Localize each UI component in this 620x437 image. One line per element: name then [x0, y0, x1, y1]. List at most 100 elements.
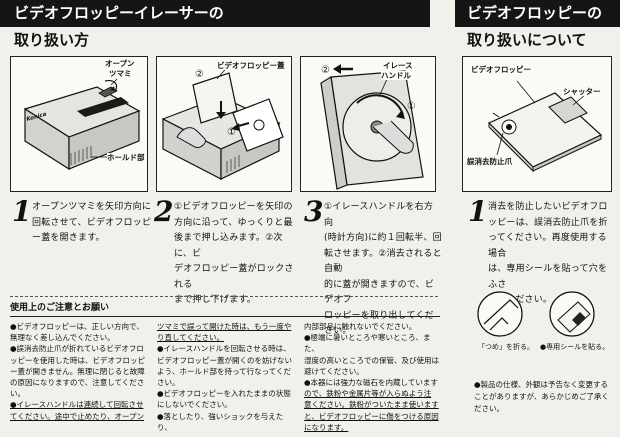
- step-3-rotate: 3 ①イレースハンドルを右方向 (時計方向)に約１回転半、回 転させます。②消去…: [304, 195, 442, 337]
- brand-logo-text: Konica: [26, 111, 48, 123]
- illustration-panel-insert-floppy: ② ① ビデオフロッピー蓋: [156, 56, 292, 192]
- note-line: 内部部品に触れないでください。: [304, 322, 417, 331]
- note-line: の原因になりますので、注意してくださ: [10, 378, 145, 388]
- step-line: 後まで押し込みます。②次に、ビ: [174, 233, 283, 259]
- header-floppy-handling: ビデオフロッピーの 取り扱いについて: [455, 0, 620, 54]
- marker-one: ①: [227, 127, 236, 138]
- notice-line: ●製品の仕様、外観は予告なく変更する: [474, 380, 609, 389]
- note-line: と、ビデオフロッピーに傷をつける原因: [304, 411, 439, 421]
- callout-shutter: シャッター: [563, 87, 601, 96]
- step-line: オープンツマミを矢印方向に: [32, 202, 152, 212]
- step-text: 消去を防止したいビデオフロ ッピーは、誤消去防止爪を折 ってください。再度使用す…: [488, 200, 614, 309]
- tab-break-illustrations: [477, 291, 595, 337]
- step-2-insert: 2 ①ビデオフロッピーを矢印の 方向に沿って、ゆっくりと最 後まで押し込みます。…: [154, 195, 296, 306]
- step-line: 転させます。②消去されると自動: [324, 248, 442, 275]
- rotate-handle-illustration: ② ①: [320, 64, 424, 190]
- step-line: 消去を防止したいビデオフロ: [488, 202, 608, 212]
- note-line: ー蓋が開きません。無理に閉じると故障: [10, 366, 145, 376]
- video-floppy-illustration: [487, 80, 603, 173]
- note-line: 意ください。鉄粉がついたまま使います: [304, 400, 439, 410]
- step-line: (時計方向)に約１回転半、回: [324, 233, 442, 243]
- callout-floppy-lid: ビデオフロッピー蓋: [217, 61, 285, 70]
- caption-apply-seal: ●専用シールを貼る。: [540, 343, 610, 351]
- precautions-rule: [10, 316, 440, 317]
- precautions-title: 使用上のご注意とお願い: [10, 303, 110, 313]
- note-line: ●落としたり、強いショックを与えたり、: [157, 411, 284, 432]
- step-line: いでください。: [488, 295, 553, 305]
- notice-line: ことがありますが、あらかじめご了承く: [474, 392, 609, 401]
- step-number: 2: [154, 195, 174, 228]
- note-line: にしないでください。: [157, 400, 232, 410]
- step-line: 回転させて、ビデオフロッピ: [32, 217, 152, 228]
- note-line: よう、ホールド部を持って行なってくだ: [157, 366, 292, 376]
- eraser-device-illustration: Konica: [23, 78, 141, 171]
- precautions-column-1: ●ビデオフロッピーは、正しい方向で、 無理なく差し込んでください。 ●誤消去防止…: [10, 321, 150, 422]
- notice-line: ださい。: [474, 404, 504, 413]
- illustration-panel-rotate-handle: ② ① イレース ハンドル: [300, 56, 436, 192]
- note-line: ツマミで誤って開けた時は、もう一度や: [157, 322, 292, 331]
- note-line: 無理なく差し込んでください。: [10, 333, 115, 343]
- step-line: は、専用シールを貼って穴をふさ: [488, 264, 608, 290]
- callout-video-floppy: ビデオフロッピー: [471, 65, 531, 74]
- note-line: ビデオフロッピー蓋が開くのを妨げない: [157, 355, 292, 365]
- step-line: 方向に沿って、ゆっくりと最: [174, 217, 293, 228]
- header-right-subtitle: 取り扱いについて: [467, 31, 587, 49]
- divider-left: [10, 296, 438, 298]
- step-1-open-lid: 1 オープンツマミを矢印方向に 回転させて、ビデオフロッピ ー蓋を開きます。: [12, 198, 152, 278]
- header-left-subtitle: 取り扱い方: [14, 31, 90, 49]
- header-erase-instructions: ビデオフロッピーイレーサーの 取り扱い方: [0, 0, 430, 54]
- note-line: ●イレースハンドルは連続して回転させ: [10, 400, 144, 410]
- note-line: ッピーを使用した時は、ビデオフロッピ: [10, 355, 145, 365]
- precautions-section: 使用上のご注意とお願い ●ビデオフロッピーは、正しい方向で、 無理なく差し込んで…: [10, 302, 440, 437]
- note-line: ●誤消去防止爪が折れているビデオフロ: [10, 344, 144, 354]
- note-line: になります。: [304, 422, 349, 432]
- note-line: ●イレースハンドルを回転させる時は、: [157, 344, 291, 354]
- step-line: ってください。再度使用する場合: [488, 233, 607, 259]
- marker-one: ①: [407, 101, 416, 112]
- precautions-column-3: 内部部品に触れないでください。 ●極端に暑いところや寒いところ、また、 湿度の高…: [304, 321, 442, 433]
- step-line: ①イレースハンドルを右方向: [324, 202, 434, 228]
- note-line: ●本器には強力な磁石を内蔵しています: [304, 378, 438, 388]
- note-line: ●極端に暑いところや寒いところ、また、: [304, 333, 431, 354]
- marker-two: ②: [195, 69, 204, 80]
- callout-erase: イレース: [383, 61, 413, 70]
- illustration-panel-open-knob: Konica オープン ツマミ ホールド部: [10, 56, 148, 192]
- step-number: 1: [12, 195, 32, 228]
- step-line: ッピーは、誤消去防止爪を折: [488, 217, 608, 228]
- spec-change-notice: ●製品の仕様、外観は予告なく変更する ことがありますが、あらかじめご了承く ださ…: [474, 379, 614, 415]
- note-line: ので、鉄粉や金属片等が入らぬよう注: [304, 389, 432, 399]
- callout-hold: ホールド部: [107, 153, 145, 162]
- note-line: り直してください。: [157, 333, 225, 343]
- callout-handle: ハンドル: [381, 71, 411, 80]
- step-line: まで押し下げます。: [174, 295, 256, 305]
- insert-floppy-illustration: ② ①: [161, 64, 284, 180]
- step-number: 3: [304, 195, 324, 228]
- step-line: ①ビデオフロッピーを矢印の: [174, 202, 293, 212]
- header-right-title: ビデオフロッピーの: [455, 0, 620, 27]
- note-line: さい。: [157, 378, 180, 388]
- step-number: 1: [468, 195, 488, 228]
- note-line: ●ビデオフロッピーは、正しい方向で、: [10, 322, 144, 331]
- note-line: 湿度の高いところでの保管、及び使用は: [304, 355, 439, 365]
- caption-break-tab: 「つめ」を折る。: [478, 343, 534, 351]
- header-left-title: ビデオフロッピーイレーサーの: [0, 0, 430, 27]
- callout-knob: ツマミ: [109, 69, 132, 78]
- note-line: てください。途中で止めたり、オープン: [10, 411, 145, 421]
- step-text: ①イレースハンドルを右方向 (時計方向)に約１回転半、回 転させます。②消去され…: [324, 200, 442, 340]
- step-text: ①ビデオフロッピーを矢印の 方向に沿って、ゆっくりと最 後まで押し込みます。②次…: [174, 200, 296, 309]
- step-line: 的に蓋が開きますので、ビデオフ: [324, 279, 435, 306]
- note-line: ●ビデオフロッピーを入れたままの状態: [157, 389, 291, 399]
- callout-open: オープン: [105, 59, 135, 68]
- note-line: 避けてください。: [304, 366, 364, 376]
- note-line: い。: [10, 389, 25, 399]
- callout-protect-tab: 誤消去防止爪: [467, 157, 512, 166]
- illustration-panel-floppy: ビデオフロッピー シャッター 誤消去防止爪: [462, 56, 612, 192]
- step-line: ロッピーを取り出してください。: [324, 310, 434, 337]
- step-line: ー蓋を開きます。: [32, 233, 105, 243]
- precautions-column-2: ツマミで誤って開けた時は、もう一度や り直してください。 ●イレースハンドルを回…: [157, 321, 297, 433]
- step-1-protect: 1 消去を防止したいビデオフロ ッピーは、誤消去防止爪を折 ってください。再度使…: [468, 195, 614, 306]
- step-text: オープンツマミを矢印方向に 回転させて、ビデオフロッピ ー蓋を開きます。: [32, 200, 152, 247]
- marker-two: ②: [321, 65, 330, 76]
- step-line: デオフロッピー蓋がロックされる: [174, 264, 294, 290]
